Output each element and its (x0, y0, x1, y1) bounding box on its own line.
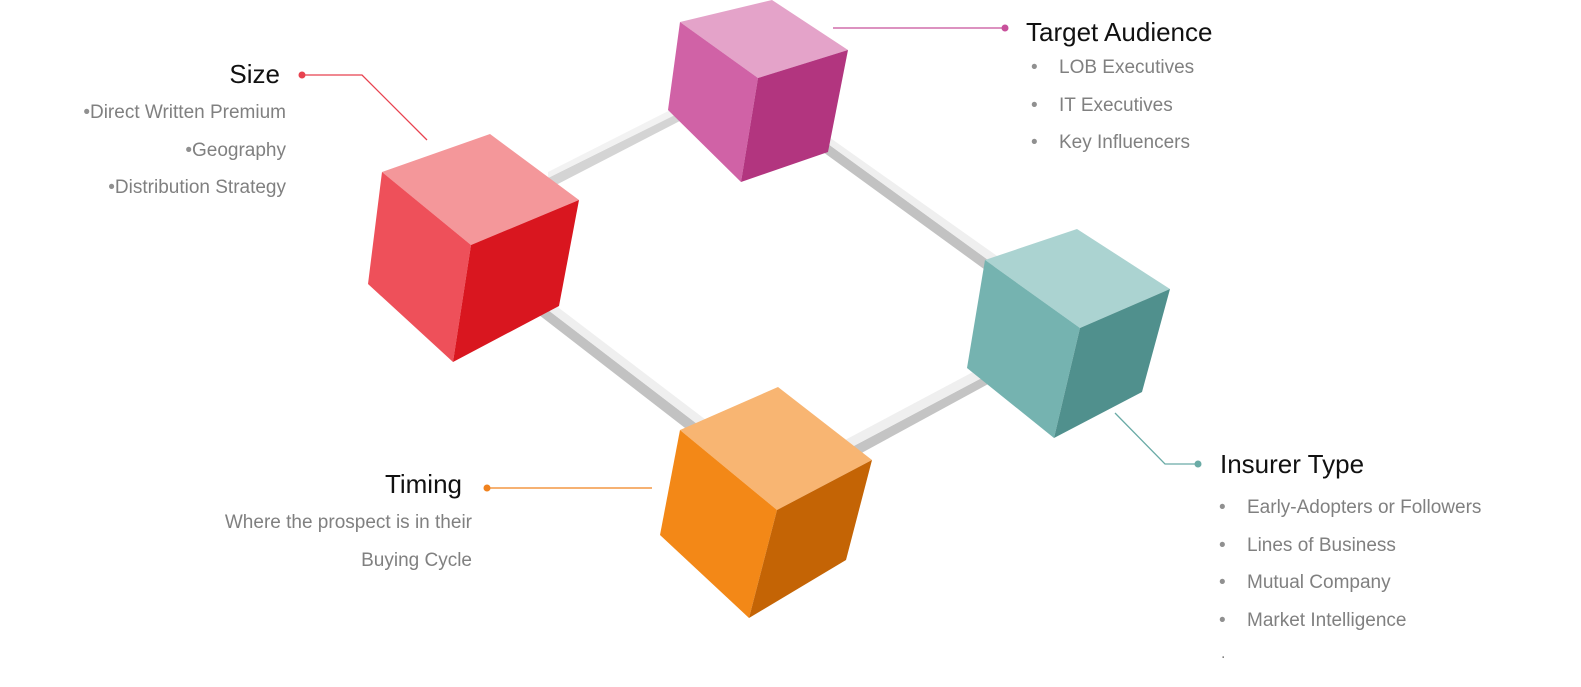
cube-target-audience (668, 0, 848, 182)
list-item: •Lines of Business (1219, 534, 1396, 556)
connector-target-insurer (790, 113, 1000, 272)
list-item: •Direct Written Premium (83, 102, 286, 123)
callout-desc-timing: Where the prospect is in their Buying Cy… (224, 512, 472, 571)
list-item: •Market Intelligence (1219, 609, 1407, 631)
cube-size (368, 134, 579, 362)
callout-insurer-trailing-mark: . (1221, 645, 1226, 662)
callout-list-size: •Direct Written Premium •Geography •Dist… (62, 94, 286, 207)
leader-line-target-audience (833, 24, 1009, 32)
callout-size: Size (229, 59, 280, 89)
connector-size-target (548, 95, 705, 186)
list-item: •Mutual Company (1219, 572, 1391, 593)
callout-title-insurer-type: Insurer Type (1220, 449, 1365, 479)
connector-size-timing (530, 292, 710, 438)
callout-insurer-type: Insurer Type (1220, 449, 1364, 479)
list-item: •Distribution Strategy (108, 177, 286, 198)
callout-timing: Timing (385, 469, 462, 499)
callout-list-target-audience: •LOB Executives •IT Executives •Key Infl… (1031, 49, 1194, 162)
callout-list-insurer-type: •Early-Adopters or Followers •Lines of B… (1219, 489, 1481, 639)
list-item: •Geography (185, 139, 286, 161)
cube-timing (660, 387, 872, 618)
callout-title-timing: Timing (384, 469, 462, 499)
callout-title-size: Size (229, 59, 280, 89)
list-item: •Key Influencers (1031, 132, 1190, 153)
leader-line-insurer-type (1114, 412, 1202, 468)
list-item: •IT Executives (1031, 94, 1173, 116)
list-item: •LOB Executives (1031, 57, 1195, 78)
list-item: •Early-Adopters or Followers (1219, 497, 1482, 518)
callout-title-target-audience: Target Audience (1026, 17, 1213, 47)
callout-target-audience: Target Audience (1026, 17, 1212, 47)
leader-line-timing (483, 484, 652, 492)
leader-line-size (298, 71, 428, 141)
cube-insurer-type (967, 229, 1170, 438)
